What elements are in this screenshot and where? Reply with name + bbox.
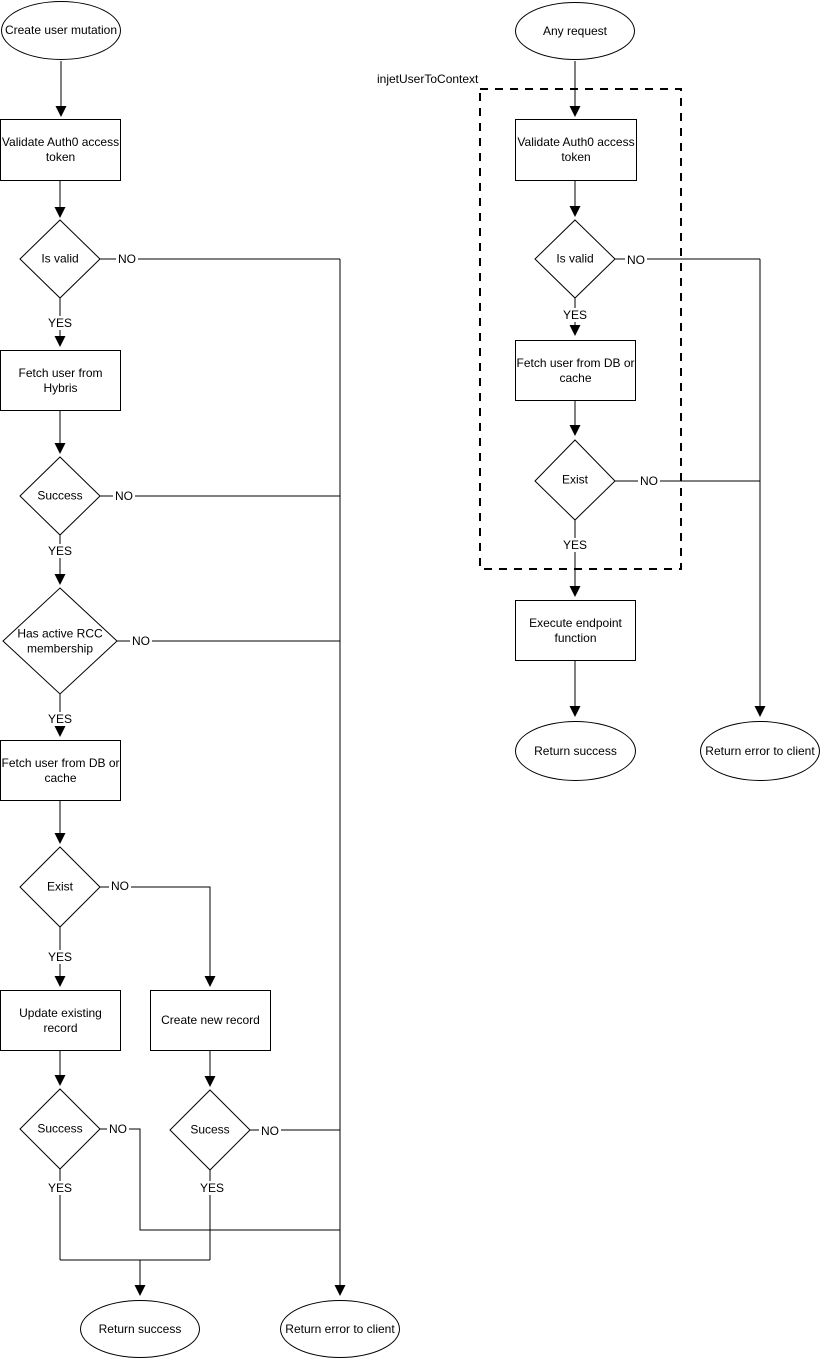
terminator-create-user-mutation: Create user mutation [1,1,121,60]
decision-right-is-valid-label: Is valid [556,251,594,266]
process-right-fetch-user-db: Fetch user from DB or cache [515,340,636,401]
decision-left-has-rcc-label: Has active RCC membership [17,626,103,655]
group-label-injet-user-to-context: injetUserToContext [377,72,479,86]
decision-left-success-create [169,1089,251,1171]
terminator-left-return-success: Return success [80,1300,200,1358]
edge-label-left-success2-no: NO [107,1122,129,1136]
decision-left-success-fetch-label: Success [37,488,83,503]
process-update-existing-record: Update existing record [0,990,121,1051]
edge-label-left-isvalid-no: NO [116,252,138,266]
decision-left-exist-label: Exist [46,879,73,894]
group-injet-user-to-context [479,88,682,570]
edge-left-exist-no [100,886,216,987]
edge-label-right-isvalid-no: NO [625,253,647,267]
decision-left-has-rcc [2,587,118,695]
process-left-fetch-user-db: Fetch user from DB or cache [0,740,121,801]
decision-left-is-valid [19,219,101,299]
edge-label-right-exist-no: NO [638,474,660,488]
edge-label-left-sucess3-yes: YES [197,1181,227,1195]
decision-right-exist-label: Exist [561,472,588,487]
edge-label-right-exist-yes: YES [560,538,590,552]
decision-left-is-valid-label: Is valid [41,251,79,266]
edge-label-left-success2-yes: YES [45,1181,75,1195]
decision-right-is-valid [534,219,616,299]
edge-label-left-success-no: NO [113,489,135,503]
edge-label-right-isvalid-yes: YES [560,308,590,322]
edge-label-left-exist-yes: YES [45,950,75,964]
terminator-any-request: Any request [515,2,635,60]
edge-label-left-exist-no: NO [109,879,131,893]
terminator-left-return-error: Return error to client [280,1300,400,1358]
process-execute-endpoint-function: Execute endpoint function [515,600,636,661]
process-create-new-record: Create new record [150,990,271,1051]
decision-left-success-update-label: Success [37,1121,83,1136]
decision-right-exist [534,439,616,521]
edge-label-left-sucess3-no: NO [259,1124,281,1138]
terminator-right-return-success: Return success [515,721,636,781]
process-fetch-user-from-hybris: Fetch user from Hybris [0,350,121,411]
process-left-validate-token: Validate Auth0 access token [0,119,121,181]
edge-label-left-success-yes: YES [45,544,75,558]
decision-left-success-update [19,1088,101,1170]
decision-left-success-fetch [19,456,101,536]
process-right-validate-token: Validate Auth0 access token [515,119,637,181]
terminator-right-return-error: Return error to client [700,721,820,781]
decision-left-success-create-label: Sucess [190,1122,230,1137]
edge-label-left-rcc-no: NO [130,634,152,648]
edge-label-left-isvalid-yes: YES [45,316,75,330]
edge-label-left-rcc-yes: YES [45,712,75,726]
decision-left-exist [19,846,101,928]
